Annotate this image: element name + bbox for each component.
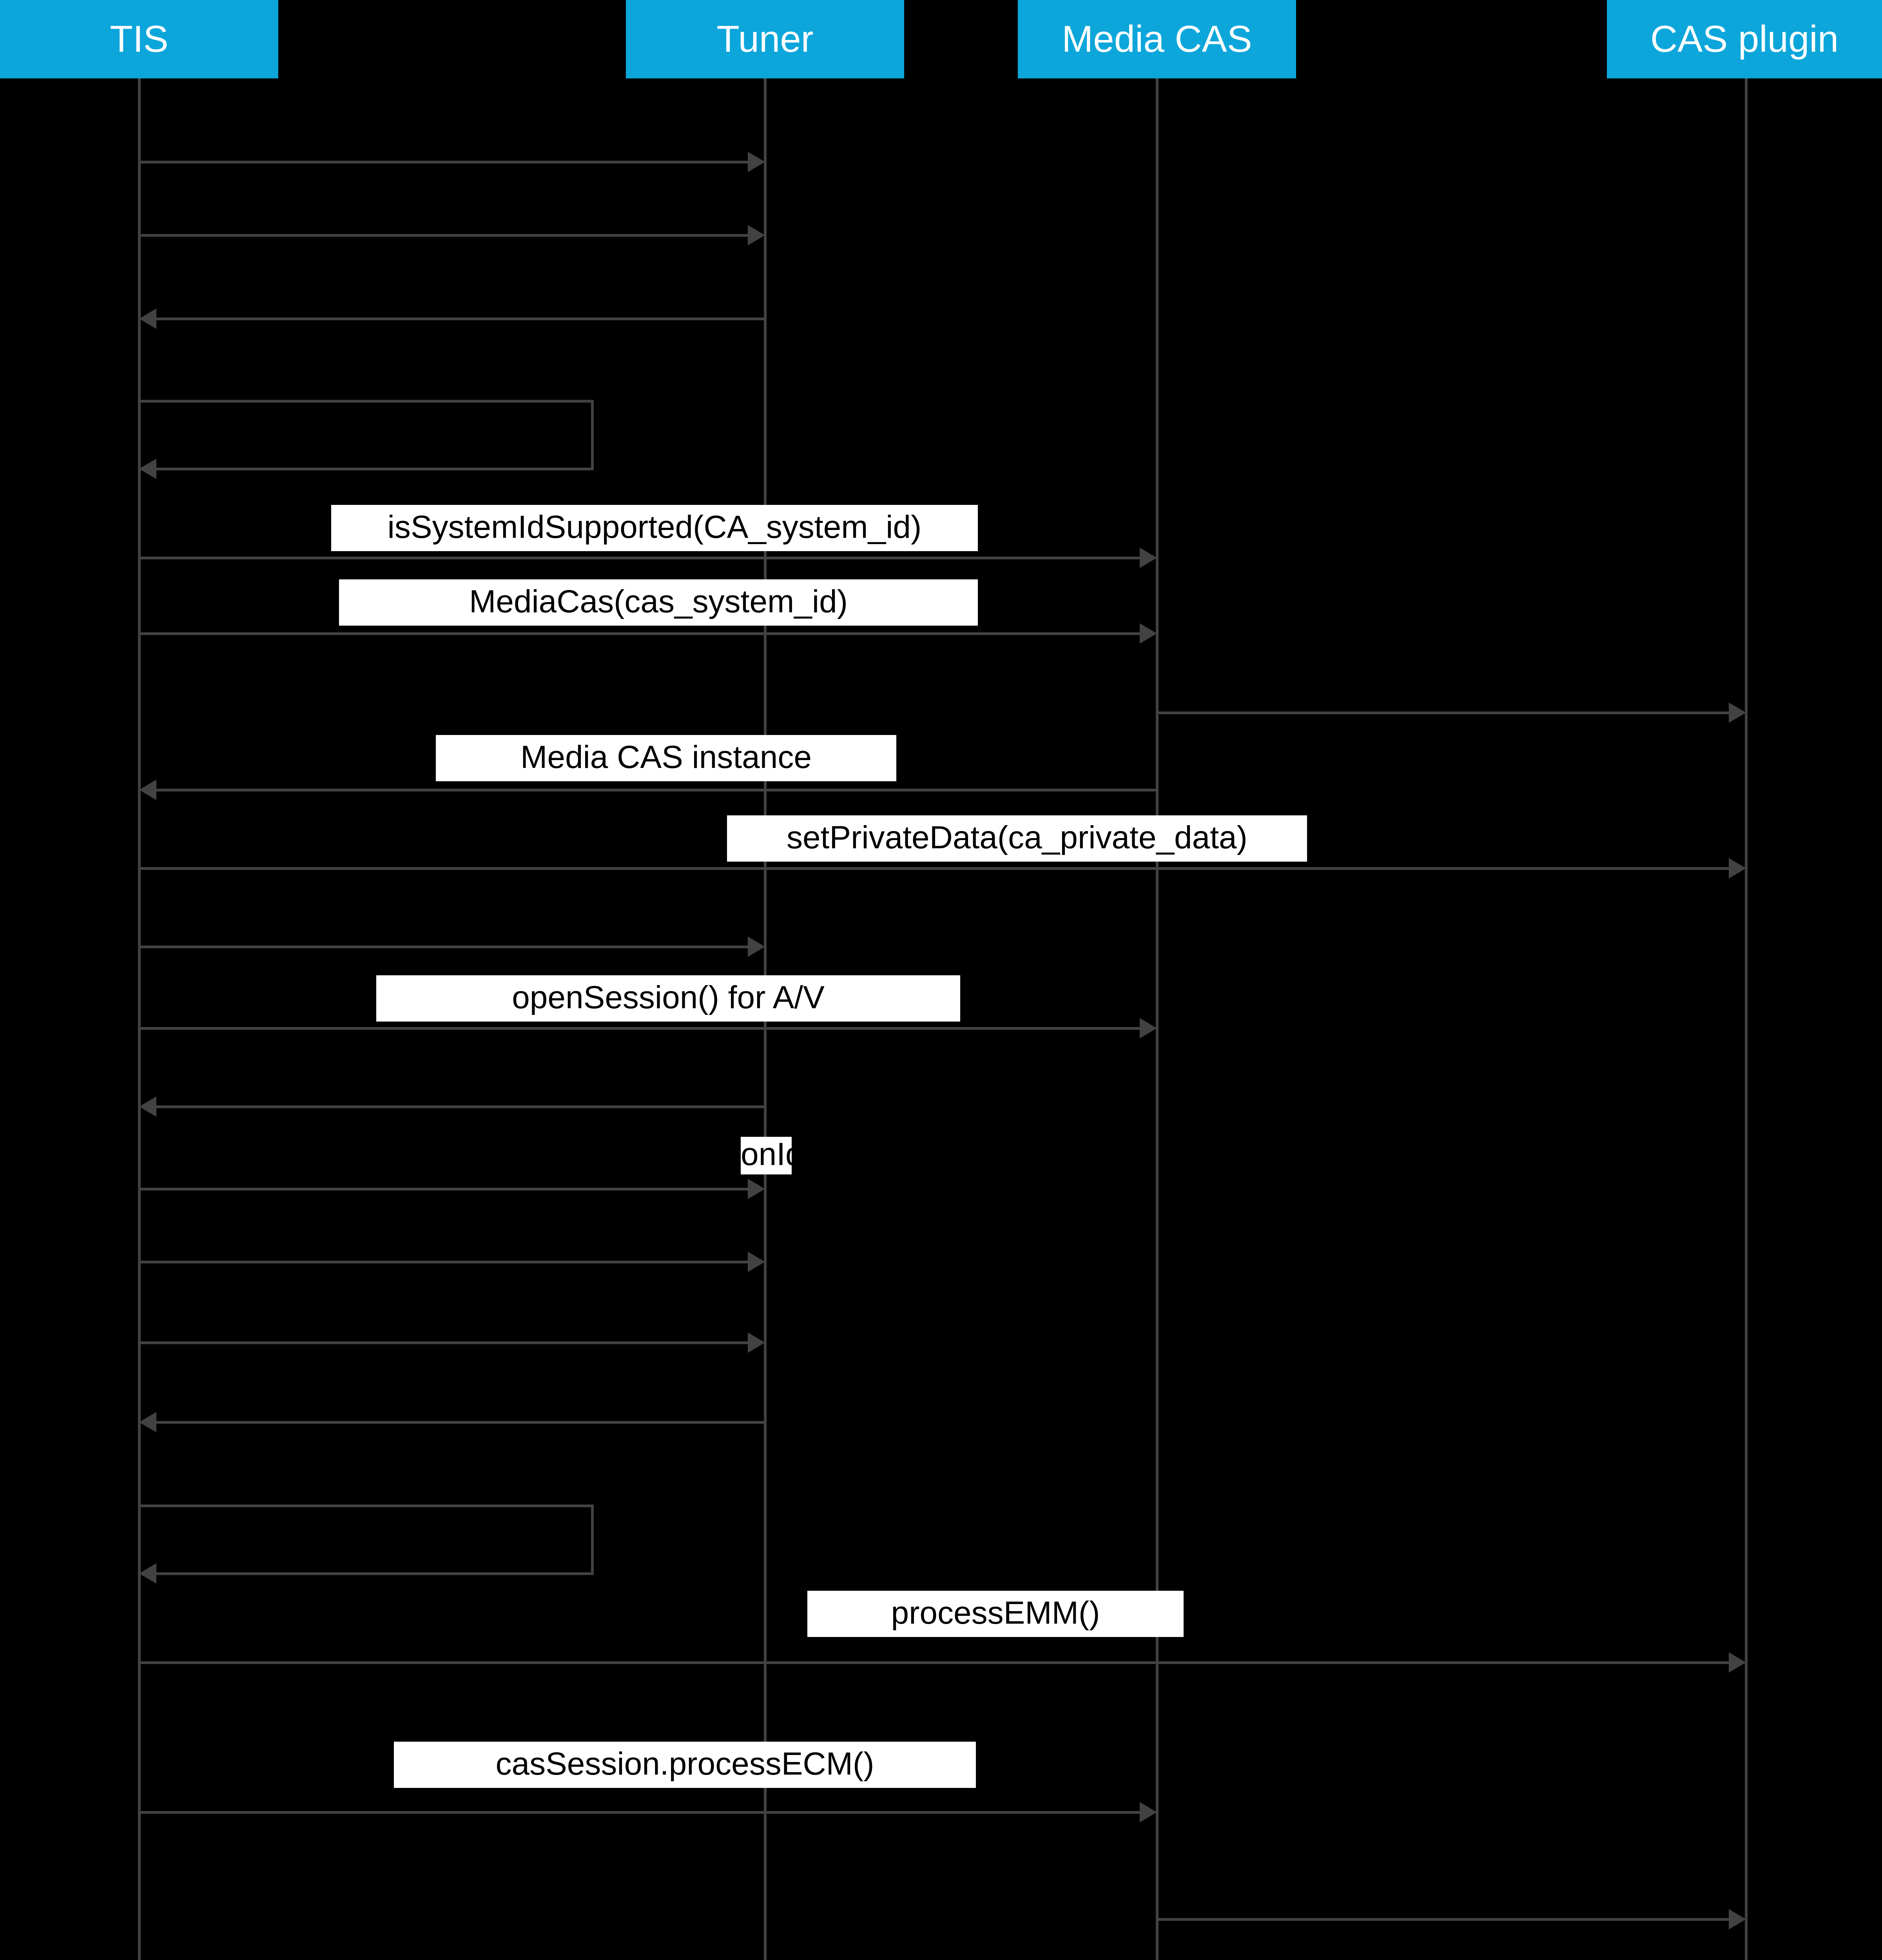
message-arrow-m9-line (139, 867, 1729, 870)
message-arrow-m14-head (748, 1252, 765, 1272)
message-arrow-m5-head (1140, 548, 1157, 568)
lifeline-mediacas (1156, 78, 1159, 1960)
lifeline-casplugin (1745, 78, 1748, 1960)
message-arrow-m7-head (1729, 702, 1746, 723)
message-selfcall-m17-head (139, 1563, 156, 1584)
message-arrow-m2-line (139, 234, 748, 237)
message-arrow-m19-head (1140, 1802, 1157, 1822)
message-label-set-private-data: setPrivateData(ca_private_data) (727, 815, 1307, 862)
message-arrow-m1-head (748, 152, 765, 172)
message-selfcall-m4 (139, 400, 594, 470)
message-arrow-m6-head (1140, 623, 1157, 644)
participant-header-mediacas-label: Media CAS (1062, 18, 1252, 60)
message-arrow-m8-line (156, 789, 1157, 791)
message-arrow-m13-line (139, 1188, 748, 1191)
lifeline-tis (138, 78, 141, 1960)
message-label-on-id: onId (741, 1137, 792, 1174)
participant-header-tis-label: TIS (110, 18, 169, 60)
participant-header-tuner-label: Tuner (716, 18, 814, 60)
message-arrow-m6-line (139, 632, 1140, 635)
message-label-open-session: openSession() for A/V (376, 975, 960, 1022)
message-arrow-m11-head (1140, 1018, 1157, 1038)
message-arrow-m3-head (139, 309, 156, 329)
message-arrow-m3-line (156, 318, 765, 320)
message-label-media-cas-constructor: MediaCas(cas_system_id) (339, 579, 978, 626)
message-arrow-m9-head (1729, 858, 1746, 878)
message-arrow-m16-line (156, 1421, 765, 1424)
message-label-media-cas-instance: Media CAS instance (436, 735, 896, 781)
message-arrow-m10-head (748, 936, 765, 957)
message-arrow-m11-line (139, 1027, 1140, 1030)
message-arrow-m20-head (1729, 1909, 1746, 1929)
message-label-is-system-id-supported: isSystemIdSupported(CA_system_id) (331, 505, 978, 551)
message-label-process-emm: processEMM() (807, 1591, 1184, 1637)
message-arrow-m19-line (139, 1811, 1140, 1814)
message-arrow-m15-line (139, 1341, 748, 1344)
participant-header-tuner[interactable]: Tuner (626, 0, 904, 78)
message-arrow-m12-line (156, 1105, 765, 1108)
message-arrow-m16-head (139, 1412, 156, 1432)
message-arrow-m5-line (139, 557, 1140, 559)
message-selfcall-m4-head (139, 459, 156, 479)
message-arrow-m20-line (1157, 1918, 1729, 1921)
message-arrow-m8-head (139, 780, 156, 800)
participant-header-casplugin-label: CAS plugin (1650, 18, 1839, 60)
message-arrow-m14-line (139, 1261, 748, 1263)
message-arrow-m15-head (748, 1332, 765, 1353)
message-arrow-m18-head (1729, 1652, 1746, 1673)
message-arrow-m7-line (1157, 711, 1729, 714)
message-arrow-m1-line (139, 161, 748, 163)
message-arrow-m2-head (748, 225, 765, 245)
participant-header-tis[interactable]: TIS (0, 0, 278, 78)
message-selfcall-m17 (139, 1504, 594, 1575)
message-label-process-ecm: casSession.processECM() (394, 1742, 976, 1788)
message-arrow-m13-head (748, 1179, 765, 1199)
message-arrow-m12-head (139, 1096, 156, 1117)
message-arrow-m10-line (139, 946, 748, 948)
participant-header-mediacas[interactable]: Media CAS (1018, 0, 1296, 78)
participant-header-casplugin[interactable]: CAS plugin (1607, 0, 1882, 78)
message-arrow-m18-line (139, 1661, 1729, 1664)
